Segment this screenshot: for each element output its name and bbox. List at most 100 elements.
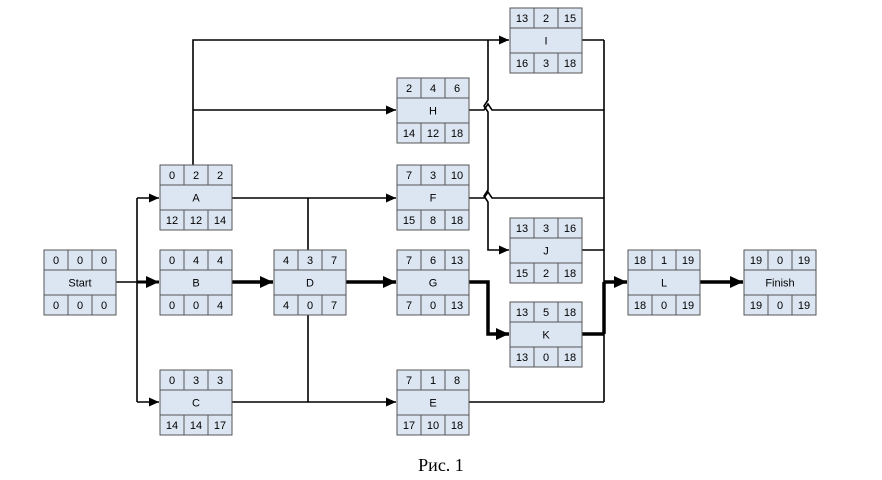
duration: 0 — [77, 255, 83, 267]
connector-i-j-arrowhead — [499, 245, 509, 255]
late-finish: 7 — [331, 300, 337, 312]
duration: 3 — [307, 255, 313, 267]
late-start: 15 — [403, 215, 415, 227]
connector-f-l — [469, 190, 604, 199]
early-start: 18 — [634, 255, 646, 267]
duration: 0 — [777, 255, 783, 267]
early-finish: 13 — [451, 255, 463, 267]
late-finish-cell — [557, 346, 583, 368]
duration: 6 — [430, 255, 436, 267]
slack: 12 — [427, 128, 439, 140]
node-name: Finish — [765, 278, 794, 290]
node-name: Start — [68, 278, 91, 290]
slack: 2 — [543, 268, 549, 280]
early-start: 19 — [750, 255, 762, 267]
late-start: 17 — [403, 420, 415, 432]
node-name-cell — [396, 97, 470, 124]
duration: 1 — [430, 375, 436, 387]
late-finish: 18 — [451, 420, 463, 432]
node-name-cell — [43, 269, 117, 296]
node-name: L — [661, 278, 667, 290]
early-start: 0 — [53, 255, 59, 267]
node-name: A — [192, 193, 200, 205]
early-finish: 15 — [564, 13, 576, 25]
connector-g-k-arrowhead — [496, 328, 509, 340]
connectors — [116, 35, 743, 407]
early-start: 7 — [406, 375, 412, 387]
connector-l-finish-arrowhead — [730, 276, 743, 288]
late-finish-cell — [444, 414, 470, 436]
late-start: 0 — [169, 300, 175, 312]
node-name: F — [430, 193, 437, 205]
node-name: B — [192, 278, 199, 290]
early-start: 13 — [516, 13, 528, 25]
early-start: 13 — [516, 307, 528, 319]
duration: 3 — [193, 375, 199, 387]
late-finish: 18 — [451, 215, 463, 227]
late-finish: 18 — [564, 352, 576, 364]
slack: 0 — [430, 300, 436, 312]
slack: 10 — [427, 420, 439, 432]
node-name-cell — [396, 269, 470, 296]
early-finish: 19 — [798, 255, 810, 267]
slack: 0 — [77, 300, 83, 312]
slack: 0 — [661, 300, 667, 312]
late-finish: 19 — [798, 300, 810, 312]
early-finish: 18 — [564, 307, 576, 319]
connector-start-a-arrowhead — [149, 193, 159, 203]
node-name: J — [543, 246, 549, 258]
slack: 0 — [543, 352, 549, 364]
slack: 0 — [777, 300, 783, 312]
late-finish: 14 — [214, 215, 226, 227]
node-name: D — [306, 278, 314, 290]
duration: 2 — [193, 170, 199, 182]
late-finish-cell — [791, 294, 817, 316]
node-name-cell — [509, 237, 583, 264]
late-finish: 19 — [682, 300, 694, 312]
early-finish: 8 — [454, 375, 460, 387]
late-finish: 18 — [564, 58, 576, 70]
early-start: 7 — [406, 255, 412, 267]
early-finish: 3 — [217, 375, 223, 387]
early-finish: 10 — [451, 170, 463, 182]
connector-h-l — [469, 102, 604, 111]
connector-a-i — [192, 39, 509, 165]
late-finish-cell — [207, 294, 233, 316]
early-finish: 2 — [217, 170, 223, 182]
connector-start-c-arrowhead — [149, 397, 159, 407]
duration: 2 — [543, 13, 549, 25]
late-start: 14 — [403, 128, 415, 140]
node-name-cell — [743, 269, 817, 296]
late-start: 4 — [283, 300, 289, 312]
node-name: H — [429, 106, 437, 118]
connector-c-e-arrowhead — [386, 397, 396, 407]
duration: 5 — [543, 307, 549, 319]
late-finish: 13 — [451, 300, 463, 312]
early-start: 2 — [406, 83, 412, 95]
late-finish: 18 — [451, 128, 463, 140]
late-finish-cell — [91, 294, 117, 316]
node-name-cell — [627, 269, 701, 296]
slack: 0 — [307, 300, 313, 312]
node-name: K — [542, 330, 550, 342]
early-finish: 0 — [101, 255, 107, 267]
late-finish: 0 — [101, 300, 107, 312]
connector-d-g-arrowhead — [383, 276, 396, 288]
duration: 3 — [543, 223, 549, 235]
late-start: 7 — [406, 300, 412, 312]
node-name-cell — [159, 184, 233, 211]
